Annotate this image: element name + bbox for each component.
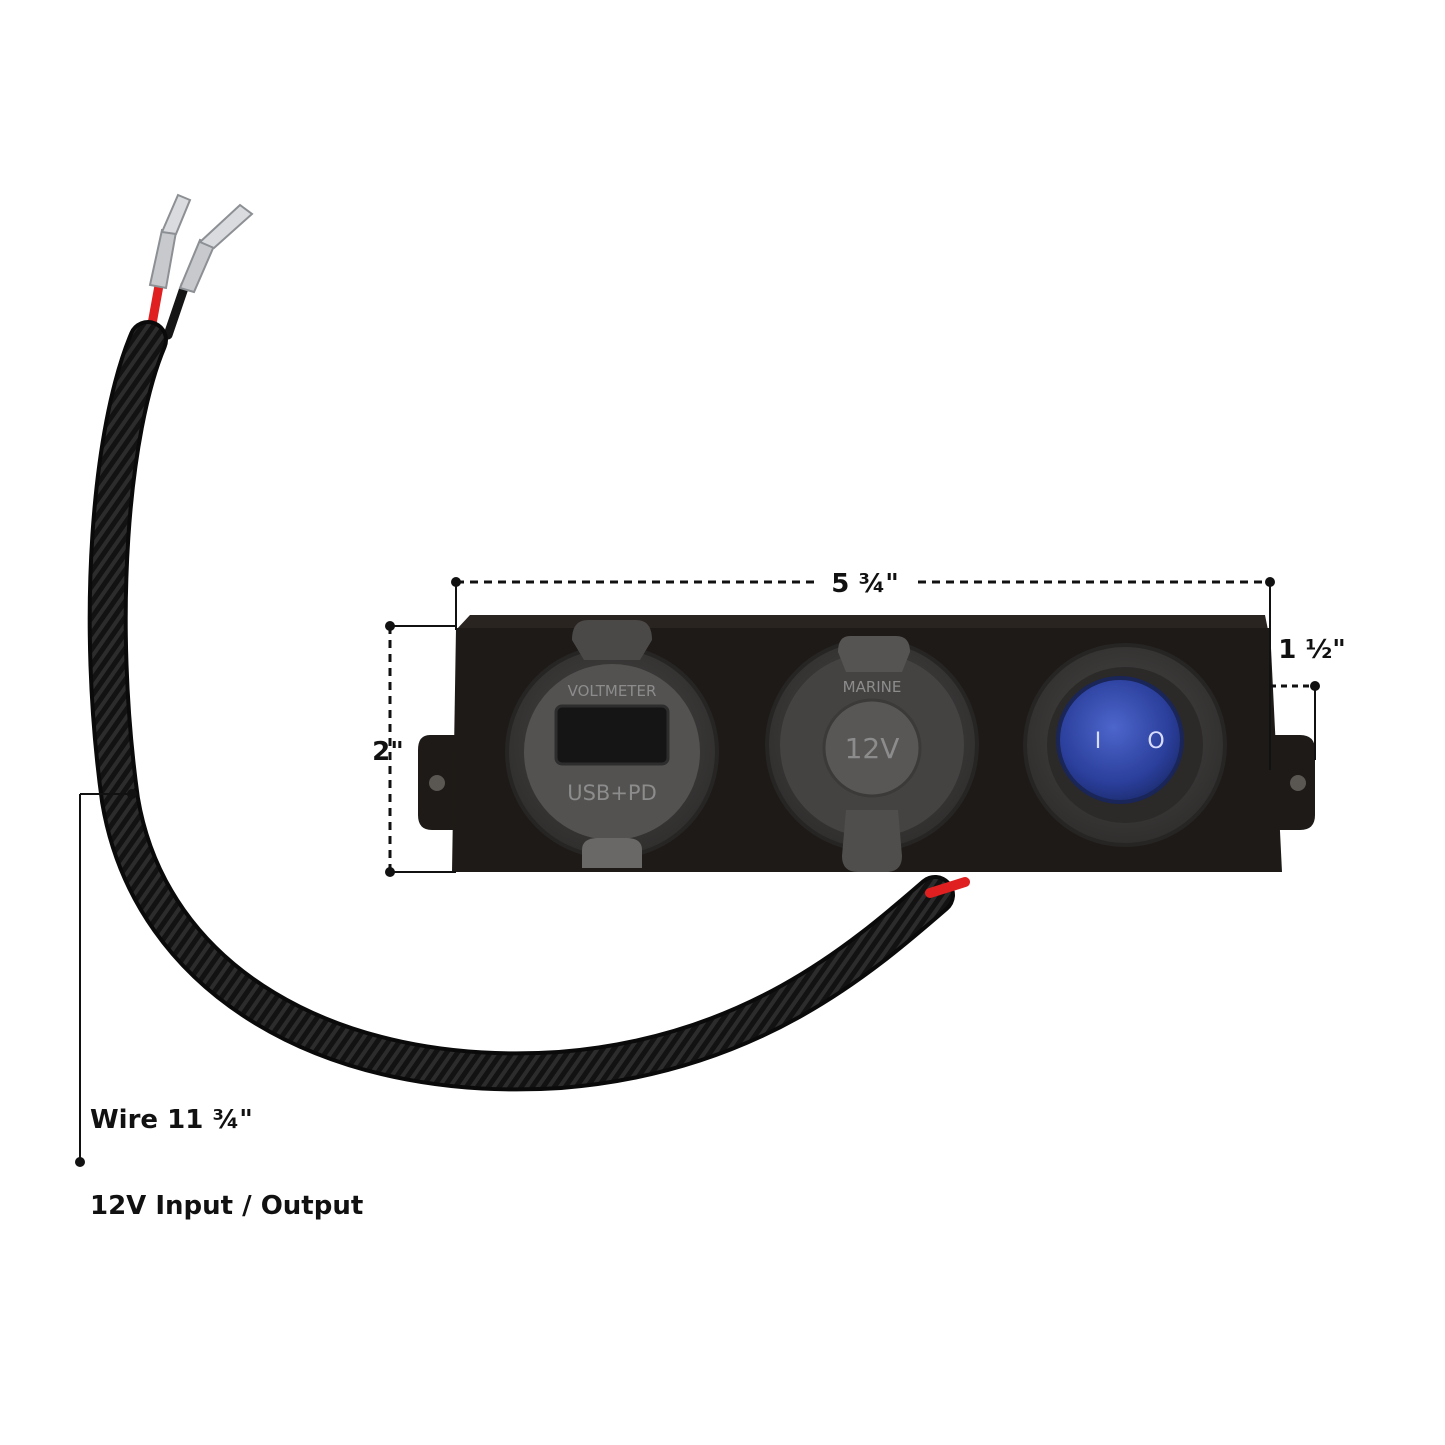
power-brand-text: MARINE — [843, 678, 902, 696]
red-wire-panel — [925, 877, 970, 898]
dimension-wire: Wire 11 ¾" — [75, 789, 253, 1167]
switch-on-symbol: O — [1147, 729, 1164, 754]
io-caption: 12V Input / Output — [90, 1191, 363, 1221]
wire-harness — [87, 193, 970, 1092]
power-voltage-text: 12V — [845, 732, 900, 765]
spade-terminal-right — [178, 203, 254, 294]
mount-hole-left — [429, 775, 445, 791]
dimension-width: 5 ¾" — [451, 560, 1275, 770]
spade-terminal-left — [148, 193, 192, 290]
height-label: 2" — [372, 737, 404, 767]
conduit-corrugation — [91, 324, 951, 1088]
width-label: 5 ¾" — [831, 569, 899, 599]
mount-hole-right — [1290, 775, 1306, 791]
switch-panel: VOLTMETER USB+PD MARINE 12V I O — [418, 615, 1315, 872]
depth-label: 1 ½" — [1278, 635, 1346, 665]
usb-cap-hinge — [572, 620, 652, 660]
switch-off-symbol: I — [1095, 729, 1102, 754]
usb-bottom-text: USB+PD — [567, 781, 657, 805]
power-cap-tab — [842, 810, 902, 872]
usb-top-text: VOLTMETER — [568, 682, 657, 700]
marine-12v-socket: MARINE 12V — [765, 636, 979, 872]
dimension-height: 2" — [372, 621, 456, 877]
usb-cap-tab — [582, 838, 642, 868]
usb-voltmeter-socket: VOLTMETER USB+PD — [505, 620, 719, 868]
panel-top-lip — [456, 615, 1268, 630]
wire-length-label: Wire 11 ¾" — [90, 1105, 253, 1135]
black-wire-end — [163, 280, 190, 340]
dimension-depth: 1 ½" — [1270, 635, 1346, 760]
rocker-switch: I O — [1023, 643, 1227, 847]
power-cap-hinge — [838, 636, 910, 672]
voltmeter-display — [554, 704, 670, 766]
